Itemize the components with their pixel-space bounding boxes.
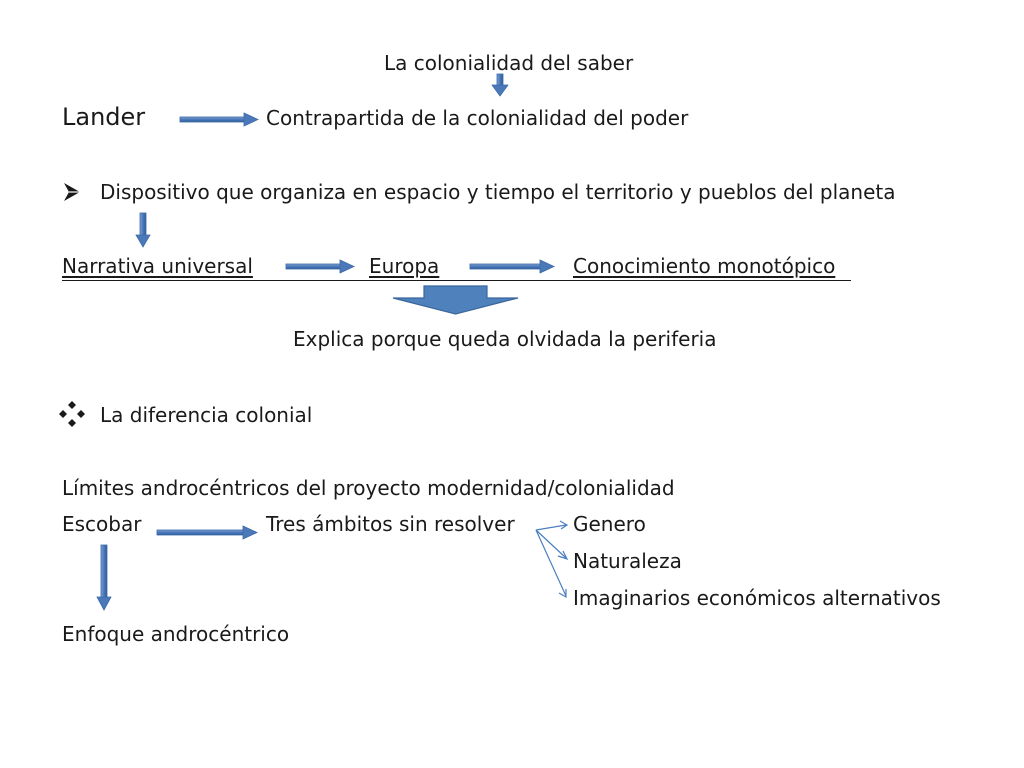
enfoque-down-arrow xyxy=(96,544,112,611)
title-down-arrow xyxy=(491,73,509,97)
explica-text: Explica porque queda olvidada la perifer… xyxy=(293,327,717,351)
narrativa-europa-arrow xyxy=(285,259,355,274)
limites-text: Límites androcéntricos del proyecto mode… xyxy=(62,476,675,500)
slide-title: La colonialidad del saber xyxy=(384,51,634,75)
item-genero: Genero xyxy=(573,512,646,536)
bullet-dispositivo: Dispositivo que organiza en espacio y ti… xyxy=(100,180,896,204)
arrowhead-bullet-icon xyxy=(64,183,80,201)
europa-label: Europa xyxy=(369,254,440,278)
big-down-arrow xyxy=(392,285,519,315)
escobar-right-arrow xyxy=(156,525,258,540)
europa-conocimiento-arrow xyxy=(469,259,555,274)
conocimiento-label: Conocimiento monotópico xyxy=(573,254,836,278)
narrativa-universal: Narrativa universal xyxy=(62,254,253,278)
lander-text: Contrapartida de la colonialidad del pod… xyxy=(266,106,689,130)
enfoque-text: Enfoque androcéntrico xyxy=(62,622,290,646)
tres-ambitos: Tres ámbitos sin resolver xyxy=(266,512,515,536)
bullet-diferencia: La diferencia colonial xyxy=(100,403,313,427)
item-imaginarios: Imaginarios económicos alternativos xyxy=(573,586,941,610)
lander-right-arrow xyxy=(179,112,259,127)
lander-label: Lander xyxy=(62,103,146,131)
chain-underline xyxy=(62,280,851,281)
escobar-label: Escobar xyxy=(62,512,142,536)
diamond-bullet-icon xyxy=(59,401,85,427)
branch-arrows xyxy=(535,520,569,599)
narrativa-down-arrow xyxy=(135,212,151,248)
item-naturaleza: Naturaleza xyxy=(573,549,682,573)
